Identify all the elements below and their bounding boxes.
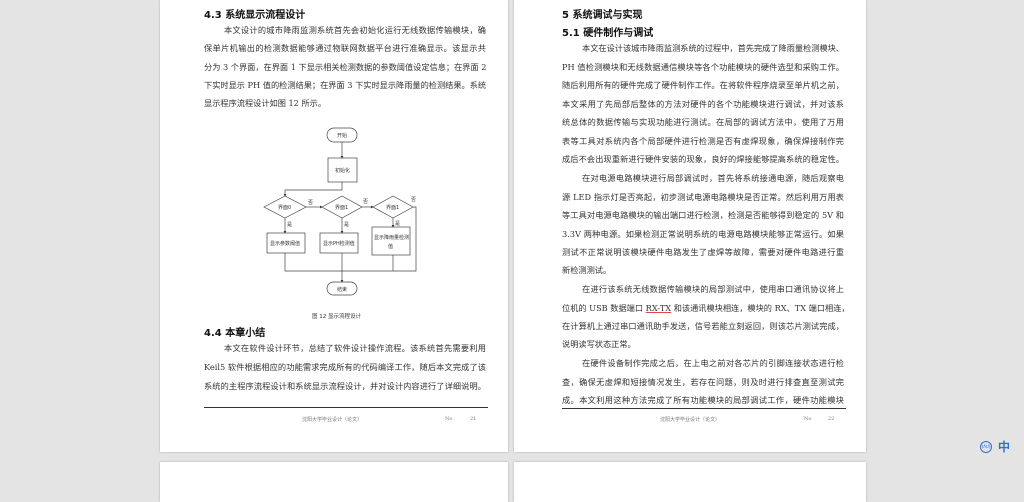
- paragraph-line: 随后利用所有的硬件完成了硬件制作工作。在将软件程序烧录至单片机之前，: [562, 80, 844, 90]
- text-segment: 和该通讯模块相连，模块的 RX、TX 端口相连，: [671, 303, 850, 313]
- footer-rule: [562, 408, 846, 409]
- paragraph-line: 本文在设计该城市降雨监测系统的过程中，首先完成了降雨量检测模块、: [582, 43, 845, 53]
- paragraph-line: 测试不正常说明该模块硬件电路发生了虚焊等故障，需要对硬件电路进行重: [562, 247, 844, 257]
- paragraph-line: 下实时显示 PH 值的检测结果；在界面 3 下实时显示降雨量的检测结果。系统: [204, 80, 487, 90]
- flowchart-box-2-label: 显示PH检测值: [323, 240, 355, 247]
- document-page-22: 5 系统调试与实现 5.1 硬件制作与调试 本文在设计该城市降雨监测系统的过程中…: [514, 0, 866, 452]
- paragraph-line: 在对电源电路模块进行局部调试时，首先将系统接通电源，随后观察电: [582, 173, 844, 183]
- footer-text: 沈阳大学毕业设计（论文）: [302, 417, 363, 423]
- paragraph-line: 说明读写状态正常。: [562, 339, 636, 349]
- flowchart-yes-label: 是: [395, 221, 400, 227]
- paragraph-line: 本文在软件设计环节，总结了软件设计操作流程。该系统首先需要利用: [224, 343, 486, 353]
- flowchart-init-label: 初始化: [335, 167, 350, 174]
- paragraph-line: PH 值检测模块和无线数据通信模块等各个功能模块的硬件选型和采购工作。: [562, 62, 844, 72]
- paragraph-line: 保单片机输出的检测数据能够通过物联网数据平台进行准确显示。该显示共: [204, 43, 486, 53]
- paragraph-line: Keil5 软件根据相应的功能需求完成所有的代码编译工作，随后本文完成了该: [204, 362, 486, 372]
- document-page-next-right: [514, 462, 866, 502]
- paragraph-line: 新检测测试。: [562, 265, 612, 275]
- figure-caption: 图 12 显示流程设计: [312, 314, 361, 320]
- flowchart-end-label: 结束: [337, 286, 347, 293]
- paragraph-line: 显示程序流程设计如图 12 所示。: [204, 98, 327, 108]
- flowchart-figure: 开始 初始化 界面0 界面1 界面1 否 否 否 是 是 是 显示参数阈值 显示…: [263, 127, 417, 296]
- language-indicator[interactable]: 中: [998, 440, 1011, 454]
- paragraph-line: 查，确保无虚焊和短接情况发生，若存在问题，则及时进行排查直至测试完: [562, 377, 844, 387]
- flowchart-yes-label: 是: [344, 222, 349, 228]
- flowchart-start-label: 开始: [337, 132, 347, 139]
- flowchart-init-node: [327, 157, 358, 183]
- underlined-term: RX-TX: [645, 303, 672, 313]
- paragraph-line: 位机的 USB 数据端口 RX-TX 和该通讯模块相连，模块的 RX、TX 端口…: [562, 302, 850, 314]
- flowchart-box-3: [371, 226, 411, 256]
- chapter-heading-5: 5 系统调试与实现: [562, 10, 643, 21]
- system-tray: (AU) 中: [980, 438, 1010, 455]
- flowchart-no-label: 否: [308, 200, 313, 206]
- paragraph-line: 统总体的数据传输与实现功能进行测试。在局部的调试方法中，使用了万用: [562, 117, 844, 127]
- paragraph-line: 成。本文利用这种方法完成了所有功能模块的局部调试工作，硬件功能模块: [562, 395, 844, 405]
- flowchart-no-label: 否: [411, 197, 416, 203]
- text-segment: 位机的 USB 数据端口: [562, 303, 646, 313]
- section-heading-4-3: 4.3 系统显示流程设计: [204, 10, 306, 21]
- footer-no-label: No: [804, 416, 812, 422]
- flowchart-yes-label: 是: [287, 222, 292, 228]
- paragraph-line: 在硬件设备制作完成之后，在上电之前对各芯片的引脚连接状态进行检: [582, 358, 844, 368]
- flowchart-decision-1-label: 界面0: [278, 205, 291, 211]
- section-heading-4-4: 4.4 本章小结: [204, 328, 266, 339]
- paragraph-line: 源 LED 指示灯是否亮起，初步测试电源电路模块是否正常。然后利用万用表: [562, 192, 844, 202]
- footer-rule: [204, 407, 488, 408]
- paragraph-line: 在进行该系统无线数据传输模块的局部测试中，使用串口通讯协议将上: [582, 284, 844, 294]
- footer-text: 沈阳大学毕业设计（论文）: [660, 417, 721, 423]
- flowchart-decision-2-label: 界面1: [335, 205, 348, 211]
- paragraph-line: 本文设计的城市降雨监测系统首先会初始化运行无线数据传输模块，确: [224, 25, 486, 35]
- flowchart-no-label: 否: [363, 199, 368, 205]
- paragraph-line: 等工具对电源电路模块的输出端口进行检测，检测是否能够得到稳定的 5V 和: [562, 210, 844, 220]
- input-method-icon[interactable]: (AU): [980, 440, 992, 453]
- section-heading-5-1: 5.1 硬件制作与调试: [562, 28, 654, 39]
- flowchart-box-1-label: 显示参数阈值: [270, 240, 300, 247]
- paragraph-line: 成后不会出现重新进行硬件安装的现象，良好的焊接能够提高系统的稳定性。: [562, 154, 844, 164]
- flowchart-box-3-label: 显示降雨量检测: [374, 234, 409, 241]
- footer-no-label: No: [445, 416, 453, 422]
- paragraph-line: 系统的主程序流程设计和系统显示流程设计，并对设计内容进行了详细说明。: [204, 381, 486, 391]
- paragraph-line: 在计算机上通过串口通讯助手发送，信号若能立刻返回，则该芯片测试完成，: [562, 321, 844, 331]
- page-number: 22: [828, 416, 835, 422]
- flowchart-box-2: [319, 232, 359, 254]
- flowchart-box-3-label: 值: [388, 243, 393, 250]
- paragraph-line: 本文采用了先局部后整体的方法对硬件的各个功能模块进行调试，并对该系: [562, 99, 844, 109]
- document-page-21: 4.3 系统显示流程设计 本文设计的城市降雨监测系统首先会初始化运行无线数据传输…: [160, 0, 508, 452]
- page-number: 21: [470, 416, 477, 422]
- paragraph-line: 3.3V 两种电源。如果检测正常说明系统的电源电路模块能够正常运行。如果: [562, 229, 844, 239]
- paragraph-line: 表等工具对系统内各个局部硬件进行检测是否有虚焊现象，确保焊接制作完: [562, 136, 844, 146]
- document-page-next-left: [160, 462, 508, 502]
- flowchart-decision-3-label: 界面1: [386, 205, 399, 211]
- paragraph-line: 分为 3 个界面，在界面 1 下显示相关检测数据的参数阈值设定信息；在界面 2: [204, 62, 487, 72]
